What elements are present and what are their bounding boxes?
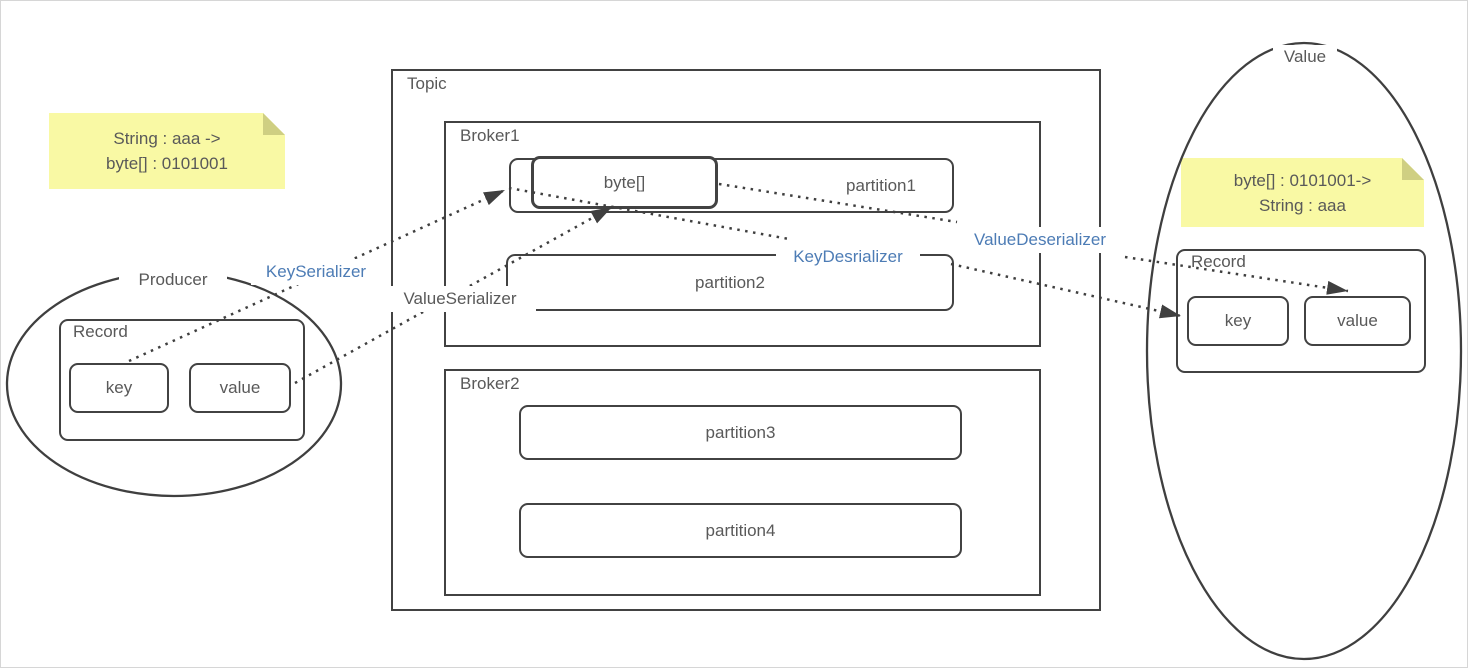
consumer-note: byte[] : 0101001-> String : aaa — [1181, 158, 1424, 227]
consumer-note-line2: String : aaa — [1259, 195, 1346, 215]
key-deserializer-label: KeyDesrializer — [776, 244, 920, 270]
producer-record-title: Record — [73, 322, 128, 341]
broker2-title: Broker2 — [460, 374, 520, 393]
consumer-value-box: value — [1304, 296, 1411, 346]
consumer-note-line1: byte[] : 0101001-> — [1233, 170, 1372, 190]
producer-value-box: value — [189, 363, 291, 413]
producer-title: Producer — [119, 267, 227, 292]
producer-note: String : aaa -> byte[] : 0101001 — [49, 113, 285, 189]
partition1-label: partition1 — [846, 175, 916, 195]
producer-note-line2: byte[] : 0101001 — [106, 154, 228, 173]
consumer-key-box: key — [1187, 296, 1289, 346]
key-serializer-label: KeySerializer — [251, 259, 381, 285]
topic-title: Topic — [407, 74, 447, 93]
consumer-title: Value — [1273, 45, 1337, 69]
consumer-record-title: Record — [1191, 252, 1246, 271]
byte-array-box: byte[] — [531, 156, 718, 209]
broker1-title: Broker1 — [460, 126, 520, 145]
producer-key-box: key — [69, 363, 169, 413]
value-deserializer-label: ValueDeserializer — [954, 227, 1126, 253]
producer-note-line1: String : aaa -> — [113, 129, 221, 148]
partition3-box: partition3 — [519, 405, 962, 460]
broker2-box — [444, 369, 1041, 596]
partition4-box: partition4 — [519, 503, 962, 558]
broker1-box — [444, 121, 1041, 347]
value-serializer-label: ValueSerializer — [384, 286, 536, 312]
